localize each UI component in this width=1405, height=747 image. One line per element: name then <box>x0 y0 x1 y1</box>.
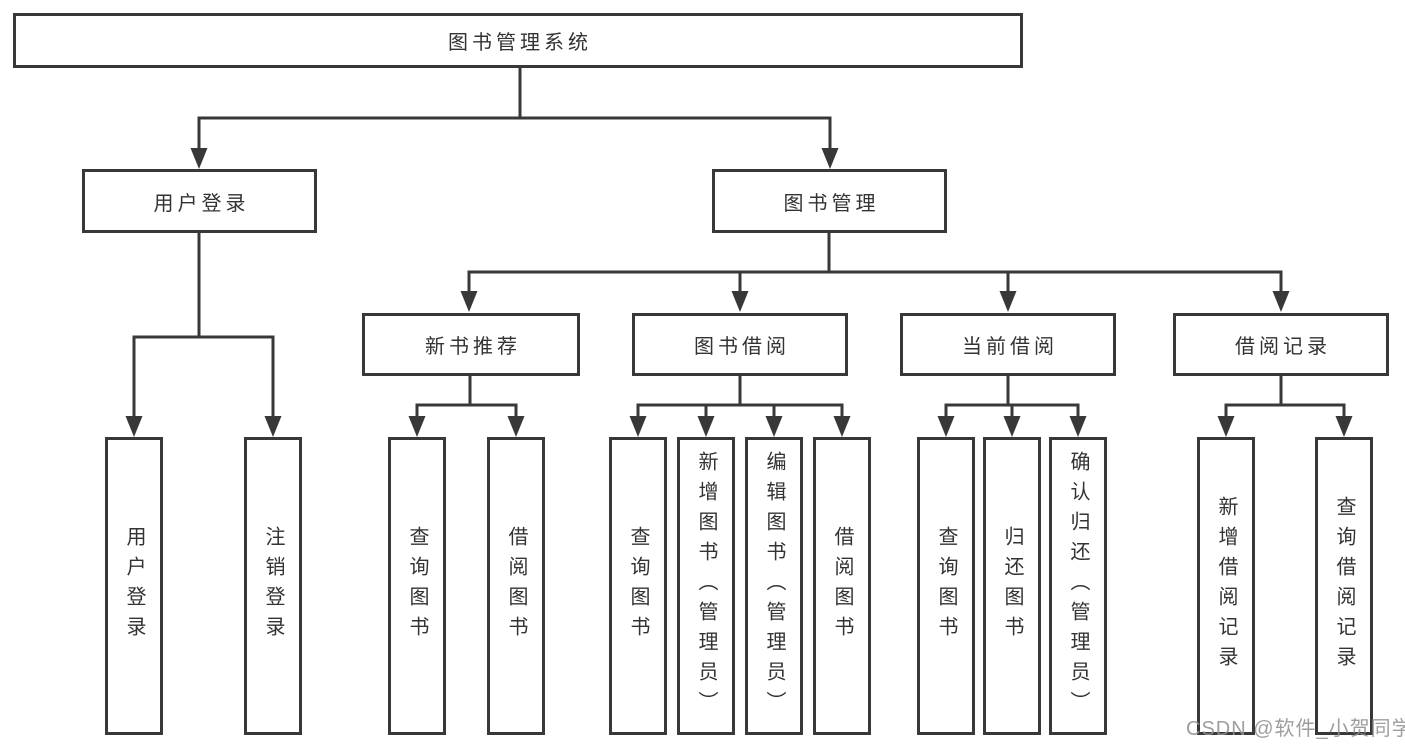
arrowhead <box>264 416 282 437</box>
arrowhead <box>697 416 715 437</box>
node-label: 图书管理 <box>783 192 880 215</box>
arrowhead <box>821 148 839 169</box>
leaf-label: 查询图书 <box>935 526 957 646</box>
arrowhead <box>1003 416 1021 437</box>
arrowhead <box>190 148 208 169</box>
arrowhead <box>408 416 426 437</box>
leaf-label: 注销登录 <box>262 526 284 646</box>
node-user-login: 用户登录 <box>82 169 317 233</box>
node-label: 当前借阅 <box>962 336 1058 358</box>
leaf-confirm-return-admin: 确认归还（管理员） <box>1049 437 1107 735</box>
node-book-borrowing: 图书借阅 <box>632 313 848 376</box>
leaf-label: 确认归还（管理员） <box>1067 451 1089 721</box>
leaf-label: 借阅图书 <box>831 526 853 646</box>
leaf-label: 编辑图书（管理员） <box>763 451 785 721</box>
leaf-query-books: 查询图书 <box>917 437 975 735</box>
leaf-label: 查询借阅记录 <box>1333 496 1355 676</box>
leaf-label: 归还图书 <box>1001 526 1023 646</box>
node-label: 图书管理系统 <box>448 32 592 54</box>
node-borrowing-records: 借阅记录 <box>1173 313 1389 376</box>
leaf-label: 新增图书（管理员） <box>695 451 717 721</box>
leaf-query-books: 查询图书 <box>388 437 446 735</box>
leaf-borrow-books: 借阅图书 <box>813 437 871 735</box>
node-label: 用户登录 <box>153 192 250 215</box>
csdn-watermark: CSDN @软件_小贺同学 <box>1186 718 1405 740</box>
node-label: 图书借阅 <box>694 336 790 358</box>
leaf-label: 查询图书 <box>627 526 649 646</box>
leaf-label: 查询图书 <box>406 526 428 646</box>
arrowhead <box>460 291 478 312</box>
node-book-management: 图书管理 <box>712 169 947 233</box>
leaf-label: 用户登录 <box>123 526 145 646</box>
arrowhead <box>1069 416 1087 437</box>
arrowhead <box>125 416 143 437</box>
leaf-query-books: 查询图书 <box>609 437 667 735</box>
leaf-edit-books-admin: 编辑图书（管理员） <box>745 437 803 735</box>
arrowhead <box>1217 416 1235 437</box>
leaf-add-books-admin: 新增图书（管理员） <box>677 437 735 735</box>
node-library-management-system: 图书管理系统 <box>13 13 1023 68</box>
arrowhead <box>833 416 851 437</box>
leaf-label: 借阅图书 <box>505 526 527 646</box>
arrowhead <box>507 416 525 437</box>
arrowhead <box>731 291 749 312</box>
arrowhead <box>1335 416 1353 437</box>
leaf-return-books: 归还图书 <box>983 437 1041 735</box>
leaf-borrow-books: 借阅图书 <box>487 437 545 735</box>
node-label: 借阅记录 <box>1235 336 1331 358</box>
leaf-query-borrow-record: 查询借阅记录 <box>1315 437 1373 735</box>
arrowhead <box>1272 291 1290 312</box>
leaf-user-login: 用户登录 <box>105 437 163 735</box>
leaf-label: 新增借阅记录 <box>1215 496 1237 676</box>
arrowhead <box>629 416 647 437</box>
leaf-add-borrow-record: 新增借阅记录 <box>1197 437 1255 735</box>
leaf-logout: 注销登录 <box>244 437 302 735</box>
node-new-book-recommend: 新书推荐 <box>362 313 580 376</box>
node-current-borrowing: 当前借阅 <box>900 313 1116 376</box>
node-label: 新书推荐 <box>425 336 521 358</box>
arrowhead <box>765 416 783 437</box>
arrowhead <box>937 416 955 437</box>
arrowhead <box>999 291 1017 312</box>
